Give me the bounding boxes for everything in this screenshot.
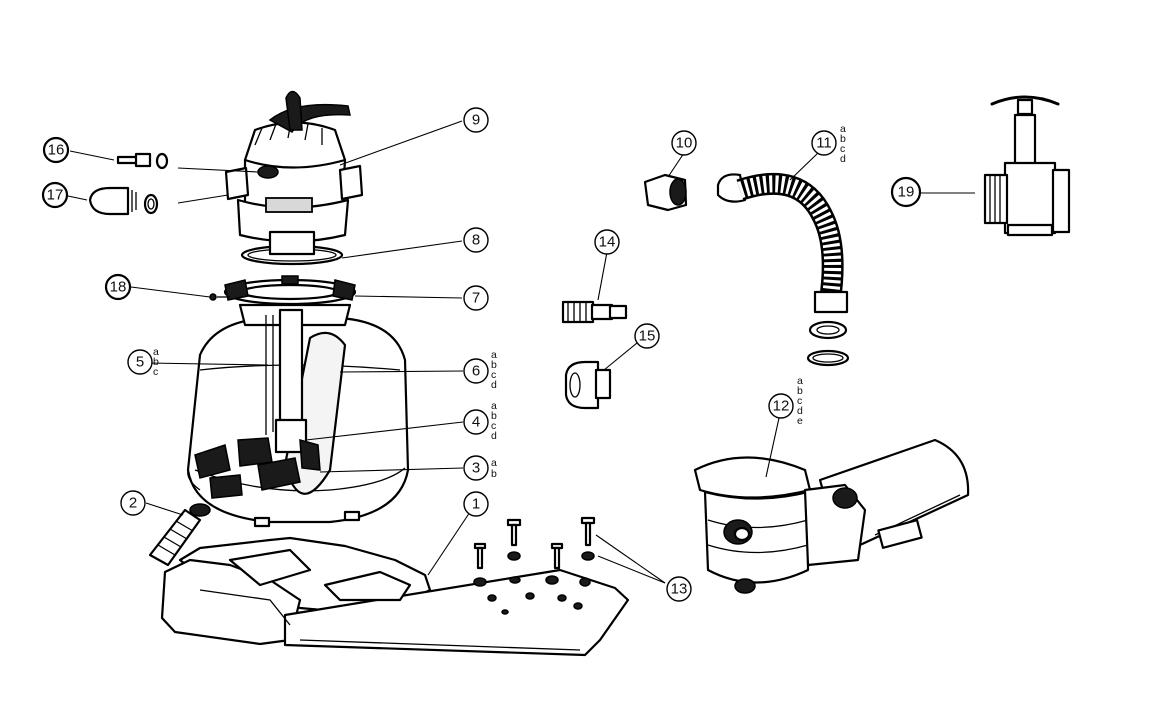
callout-17: 17 [41,181,69,209]
callout-18-number: 18 [110,279,127,296]
drain-plug [88,186,159,216]
callout-9-number: 9 [472,112,480,129]
callout-14: 14 [594,229,620,255]
callout-3-number: 3 [472,460,480,477]
callout-10-number: 10 [676,135,693,152]
callout-1: 1 [463,491,489,517]
callout-17-number: 17 [47,187,64,204]
shutoff-valve [983,95,1071,237]
callout-10: 10 [671,130,697,156]
plug-cap [564,360,612,410]
callout-16: 16 [42,136,70,164]
clamp-ring [223,275,357,306]
callout-7-number: 7 [472,290,480,307]
callout-15: 15 [634,323,660,349]
callout-16-number: 16 [48,142,65,159]
callout-2-number: 2 [129,495,137,512]
callout-13: 13 [666,576,692,602]
callout-19: 19 [890,176,922,208]
multiport-valve [224,90,364,256]
bolts-and-nuts [473,516,596,570]
callout-5-number: 5 [136,354,144,371]
callout-13-number: 13 [671,581,688,598]
connection-hose [716,172,850,367]
leader-lines [67,120,975,584]
callout-19-number: 19 [898,184,915,201]
filter-pump [693,438,970,594]
standpipe [265,308,308,454]
callout-8: 8 [463,227,489,253]
callout-15-number: 15 [639,328,656,345]
drain-cap [148,503,211,567]
callout-11-number: 11 [816,135,832,152]
callout-4-number: 4 [472,414,480,431]
callout-9: 9 [463,107,489,133]
hose-adapter [561,300,628,324]
laterals [187,437,321,499]
base-stand [160,536,630,657]
callout-14-number: 14 [599,234,616,251]
base-holes [473,575,591,615]
callout-18: 18 [104,273,132,301]
callout-12-number: 12 [773,398,790,415]
callout-7: 7 [463,285,489,311]
pressure-plug [116,152,169,170]
callout-6-number: 6 [472,363,480,380]
callout-1-number: 1 [472,496,480,513]
callout-8-number: 8 [472,232,480,249]
callout-2: 2 [120,490,146,516]
hose-nut [643,173,688,212]
